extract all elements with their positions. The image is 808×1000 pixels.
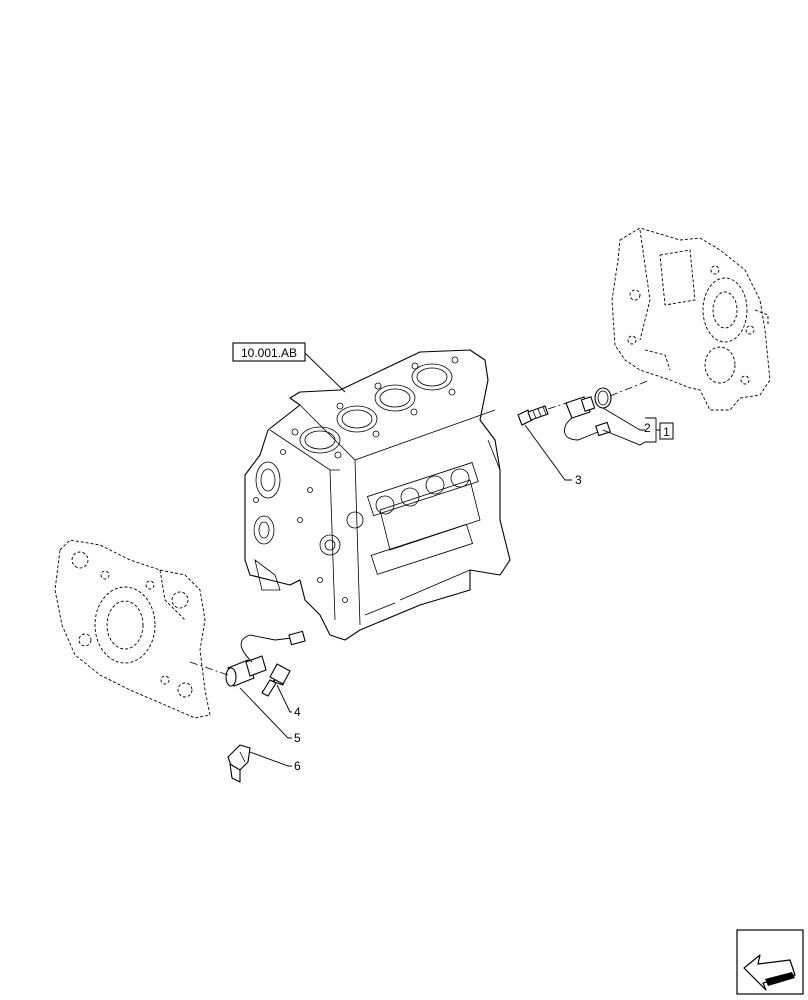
- leader-4: [276, 684, 292, 713]
- reference-leader: [304, 352, 346, 393]
- bracket-2-1: [645, 417, 660, 443]
- leader-1: [602, 429, 646, 446]
- callout-4: 4: [294, 705, 301, 719]
- leader-6: [249, 751, 292, 767]
- engine-block[interactable]: [244, 349, 511, 641]
- callout-3: 3: [575, 473, 582, 487]
- callout-1-box[interactable]: 1: [659, 422, 674, 440]
- speed-sensor-part-1[interactable]: [564, 396, 611, 441]
- front-cover-phantom: [54, 539, 211, 719]
- reference-box[interactable]: 10.001.AB: [232, 342, 306, 362]
- callout-6: 6: [294, 759, 301, 773]
- bolt-part-4[interactable]: [261, 663, 291, 697]
- speed-sensor-part-5[interactable]: [225, 630, 306, 687]
- o-ring-part-2[interactable]: [594, 387, 612, 409]
- axis-line-bottom: [189, 661, 229, 676]
- leader-5: [239, 687, 292, 739]
- rear-housing-phantom: [611, 227, 771, 411]
- reference-label: 10.001.AB: [241, 346, 297, 360]
- clip-part-6[interactable]: [227, 744, 251, 783]
- arrow-next-page-icon[interactable]: [736, 929, 804, 995]
- callout-2: 2: [644, 421, 651, 435]
- bolt-part-3[interactable]: [517, 405, 549, 426]
- axis-line-top: [547, 379, 651, 410]
- callout-5: 5: [294, 731, 301, 745]
- callout-1: 1: [663, 425, 670, 439]
- leader-3: [524, 424, 572, 481]
- leader-2: [602, 407, 645, 431]
